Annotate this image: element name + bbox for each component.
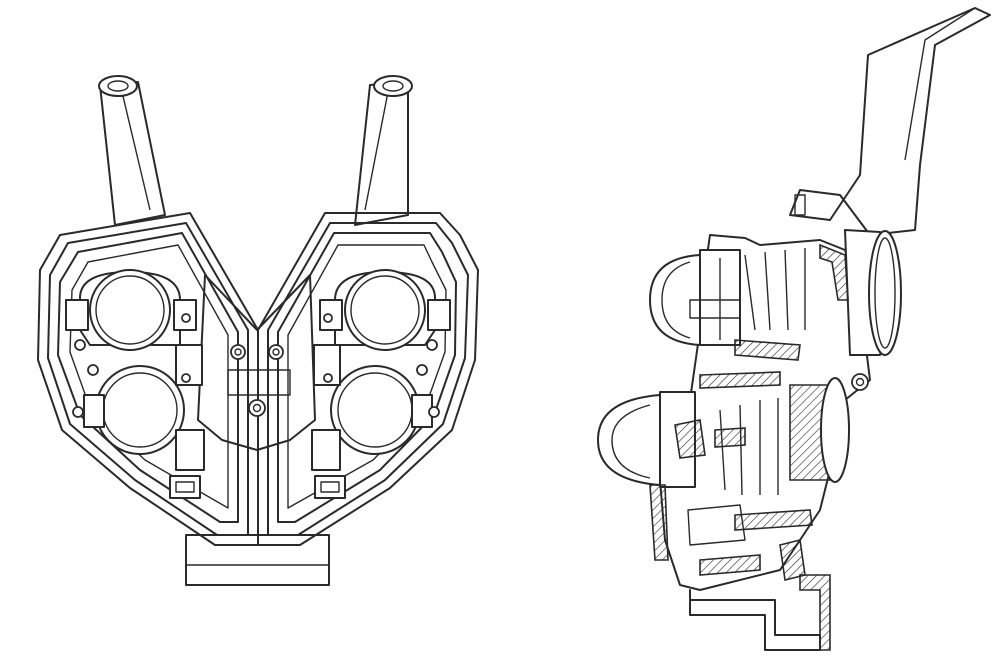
upper-bracket: [789, 7, 991, 236]
section-hatching: [649, 243, 849, 581]
lens-lower-right: [311, 344, 433, 471]
left-mounting-arm: [98, 75, 166, 226]
right-mounting-arm: [354, 75, 413, 226]
right-connector: [314, 475, 346, 499]
left-connector: [169, 475, 201, 499]
lens-lower-left: [83, 344, 205, 471]
side-section-view: [597, 7, 991, 651]
lens-upper-right: [319, 269, 451, 351]
lens-upper-left: [65, 269, 197, 351]
upper-rear-cylinder: [844, 229, 902, 391]
lower-rear-cylinder: [789, 377, 850, 483]
heat-sink-fins: [719, 248, 806, 496]
screw-bosses: [72, 313, 440, 418]
central-web: [197, 274, 316, 451]
lower-bracket: [689, 589, 821, 651]
upper-projector: [649, 249, 741, 346]
front-view: [37, 75, 479, 586]
